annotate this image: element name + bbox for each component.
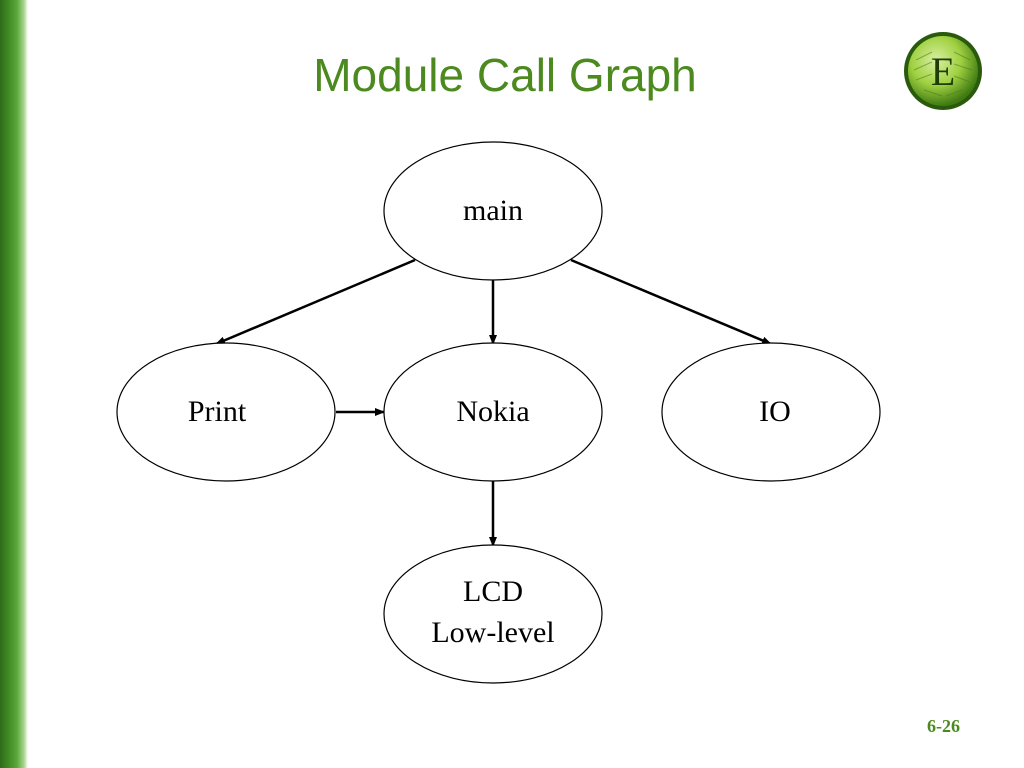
slide-title: Module Call Graph [313, 49, 697, 101]
node-io-label: IO [759, 395, 791, 428]
node-main: main [383, 141, 603, 281]
node-print: Print [116, 342, 336, 482]
node-nokia-label: Nokia [456, 395, 529, 428]
node-io: IO [661, 342, 881, 482]
node-print-label: Print [188, 395, 247, 428]
left-accent-bar [0, 0, 28, 768]
edge-main-to-print [215, 258, 416, 346]
slide-number: 6-26 [927, 716, 960, 736]
texas-e-logo-icon: E [904, 32, 982, 110]
logo-letter: E [931, 49, 955, 94]
edge-main-to-io [570, 258, 772, 346]
node-lcd: LCD Low-level [383, 544, 603, 684]
node-nokia: Nokia [383, 342, 603, 482]
node-main-label: main [463, 194, 523, 227]
node-lcd-label-line1: LCD [463, 575, 523, 608]
node-lcd-label-line2: Low-level [431, 616, 554, 649]
